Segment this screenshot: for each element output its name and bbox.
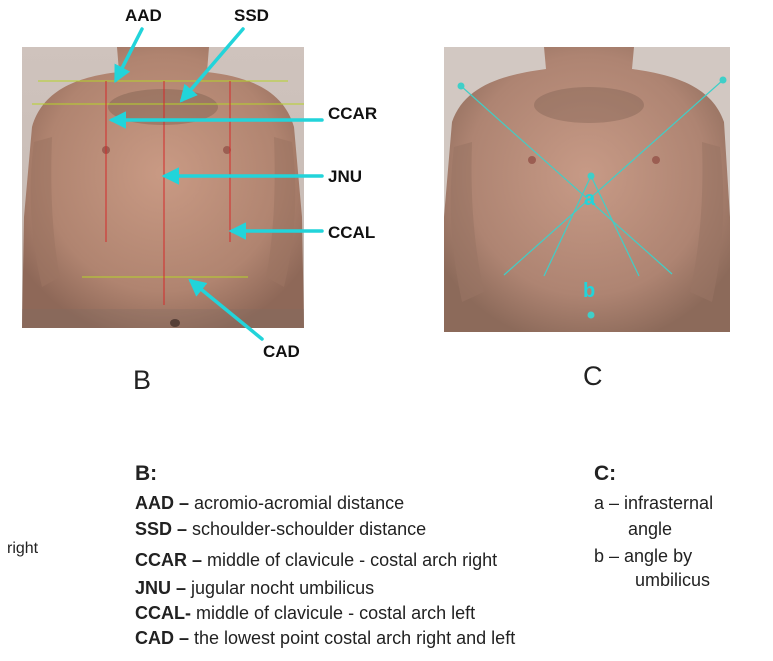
callout-ccar: CCAR bbox=[328, 104, 378, 123]
callout-ccal: CCAL bbox=[328, 223, 376, 242]
point-label-a: a bbox=[584, 188, 596, 210]
callout-ssd: SSD bbox=[234, 6, 269, 25]
panel-letter-b: B bbox=[133, 365, 152, 395]
point-label-b: b bbox=[583, 280, 596, 302]
legend-b-item: JNU – jugular nocht umbilicus bbox=[135, 578, 375, 598]
legend-c-line: angle bbox=[628, 519, 673, 539]
legend-b-item: CCAL- middle of clavicule - costal arch … bbox=[135, 603, 476, 623]
torso-illustration-c bbox=[444, 47, 730, 332]
legend-b-item: CAD – the lowest point costal arch right… bbox=[135, 628, 516, 648]
legend-c-line: b – angle by bbox=[594, 546, 693, 566]
panel-letter-c: C bbox=[583, 361, 603, 391]
callout-jnu: JNU bbox=[328, 167, 363, 186]
legend-b-item: AAD – acromio-acromial distance bbox=[135, 493, 405, 513]
legend-b-item: CCAR – middle of clavicule - costal arch… bbox=[135, 550, 498, 570]
legend-c-line: a – infrasternal bbox=[594, 493, 714, 513]
torso-illustration-b bbox=[22, 47, 304, 328]
legend-b-item: SSD – schoulder-schoulder distance bbox=[135, 519, 427, 539]
torso-photo-c bbox=[444, 47, 730, 332]
torso-photo-b bbox=[22, 47, 304, 328]
legend-c-title: C: bbox=[594, 462, 617, 485]
legend-c-line: umbilicus bbox=[635, 570, 711, 590]
stray-text: right bbox=[7, 540, 39, 557]
callout-aad: AAD bbox=[125, 6, 162, 25]
callout-cad: CAD bbox=[263, 342, 300, 361]
cad-arrow bbox=[188, 278, 264, 341]
aad-arrow bbox=[114, 27, 144, 84]
ssd-arrow bbox=[179, 27, 245, 103]
legend-b-title: B: bbox=[135, 462, 158, 485]
